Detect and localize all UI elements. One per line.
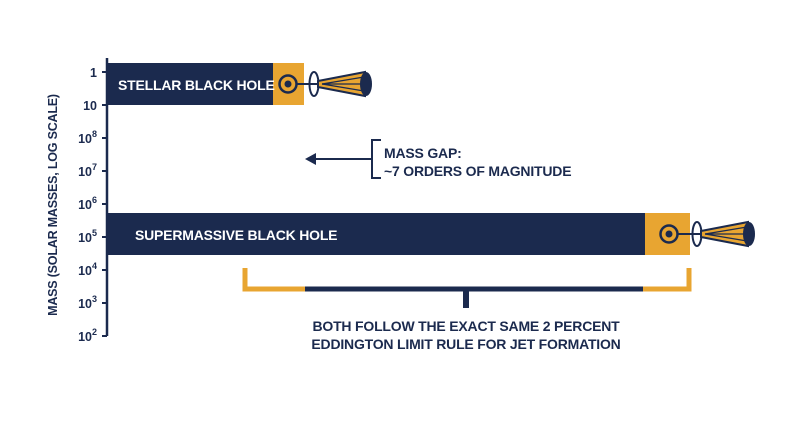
mass-gap-bracket — [371, 139, 381, 179]
axis-tick-label: 105 — [78, 228, 97, 245]
left-arrow-icon — [305, 153, 316, 165]
axis-tick-label: 106 — [78, 195, 97, 212]
bracket-gold — [242, 268, 692, 292]
axis-tick-label: 1 — [90, 66, 97, 80]
supermassive-bar-label: SUPERMASSIVE BLACK HOLE — [135, 227, 337, 243]
axis-tick-label: 104 — [78, 261, 97, 278]
mass-axis: 1 10 108 107 106 105 104 103 102 MASS (SOLAR MAS… — [46, 58, 109, 344]
bracket-note-line1: BOTH FOLLOW THE EXACT SAME 2 PERCENT — [312, 318, 620, 334]
shared-rule-bracket: BOTH FOLLOW THE EXACT SAME 2 PERCENT EDD… — [242, 268, 692, 352]
axis-label: MASS (SOLAR MASSES, LOG SCALE) — [46, 94, 60, 316]
axis-tick-label: 107 — [78, 162, 97, 179]
supermassive-bar-body — [108, 213, 645, 255]
axis-ticks: 1 10 108 107 106 105 104 103 102 — [78, 66, 107, 344]
axis-tick-label: 10 — [83, 99, 97, 113]
mass-gap-detail: ~7 ORDERS OF MAGNITUDE — [384, 163, 571, 179]
jet-cone-icon — [296, 70, 372, 98]
jet-cone-icon — [677, 220, 755, 248]
mass-gap-title: MASS GAP: — [384, 145, 462, 161]
stellar-black-hole-bar: STELLAR BLACK HOLE — [108, 63, 372, 105]
bracket-note-line2: EDDINGTON LIMIT RULE FOR JET FORMATION — [311, 336, 620, 352]
axis-tick-label: 103 — [78, 294, 97, 311]
supermassive-black-hole-bar: SUPERMASSIVE BLACK HOLE — [108, 213, 755, 255]
axis-tick-label: 108 — [78, 129, 97, 146]
axis-tick-label: 102 — [78, 327, 97, 344]
bracket-stem — [463, 291, 469, 308]
stellar-bar-label: STELLAR BLACK HOLE — [118, 77, 275, 93]
stellar-bar-body — [108, 63, 273, 105]
mass-gap-annotation: MASS GAP: ~7 ORDERS OF MAGNITUDE — [305, 139, 572, 179]
